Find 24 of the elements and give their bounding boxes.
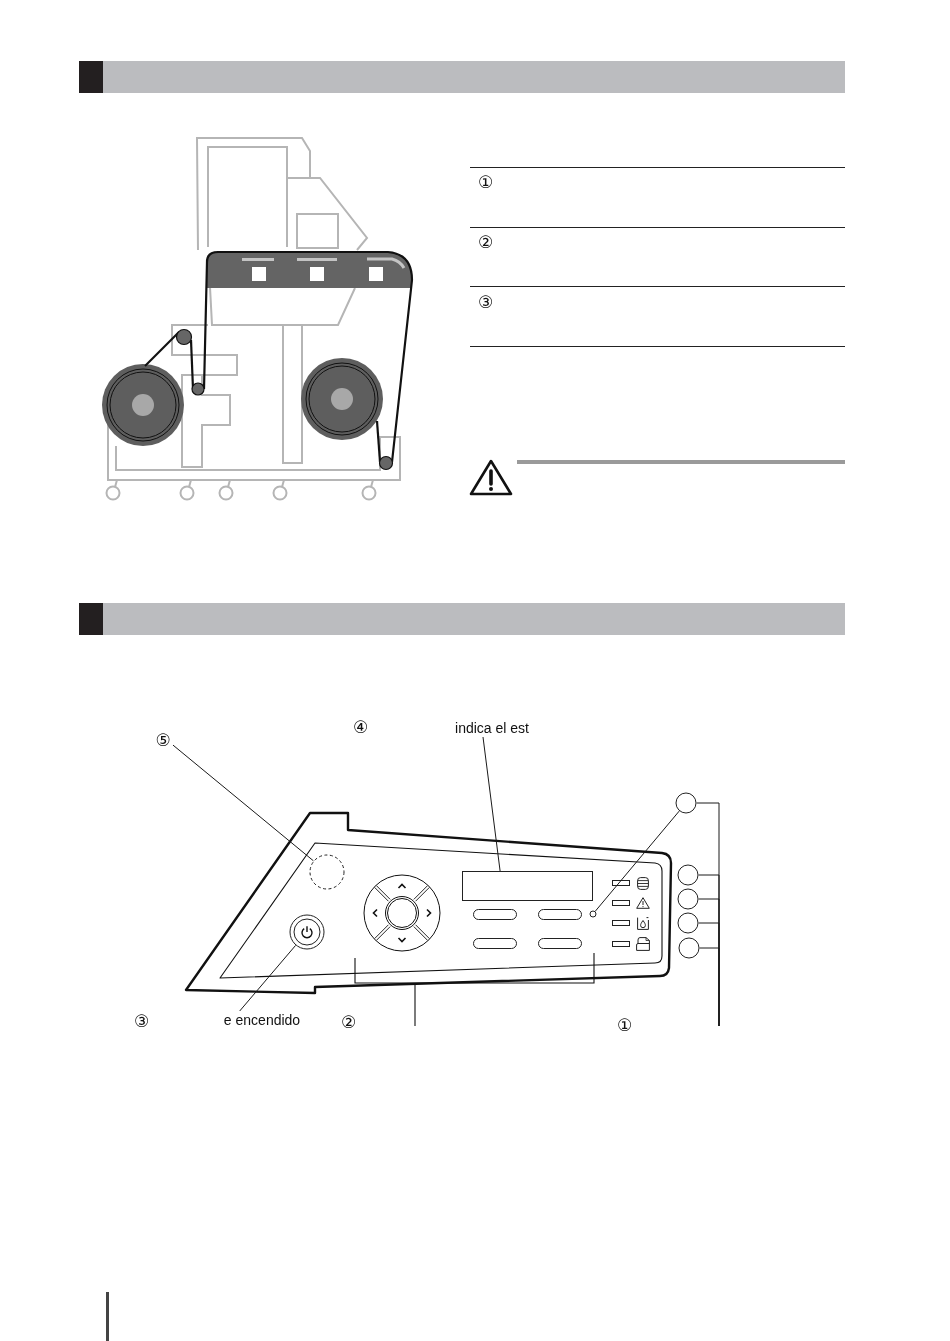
callout-label: e encendido — [218, 1011, 306, 1029]
leader-line — [699, 947, 720, 1027]
callout-number: ④ — [353, 717, 369, 738]
callout-circle — [677, 864, 699, 886]
callout-number: ③ — [478, 292, 494, 313]
callout-circle — [677, 912, 699, 934]
callout-number: ⑤ — [153, 730, 173, 751]
leader-line — [594, 810, 680, 912]
callout-number: ② — [341, 1012, 357, 1033]
leader-line — [482, 736, 501, 872]
callout-circle — [675, 792, 697, 814]
callout-label: indica el est — [440, 719, 544, 737]
power-button — [289, 914, 325, 950]
callout-number: ③ — [134, 1011, 150, 1032]
leader-line — [172, 744, 314, 862]
callout-number: ① — [617, 1015, 633, 1036]
indicator-led — [589, 910, 597, 918]
callout-circle — [677, 888, 699, 910]
callout-number: ① — [478, 172, 494, 193]
callout-circle — [678, 937, 700, 959]
leader-line — [239, 944, 297, 1012]
display-screen — [462, 871, 593, 901]
dashed-circle-marker — [309, 854, 345, 890]
callout-number: ② — [478, 232, 494, 253]
